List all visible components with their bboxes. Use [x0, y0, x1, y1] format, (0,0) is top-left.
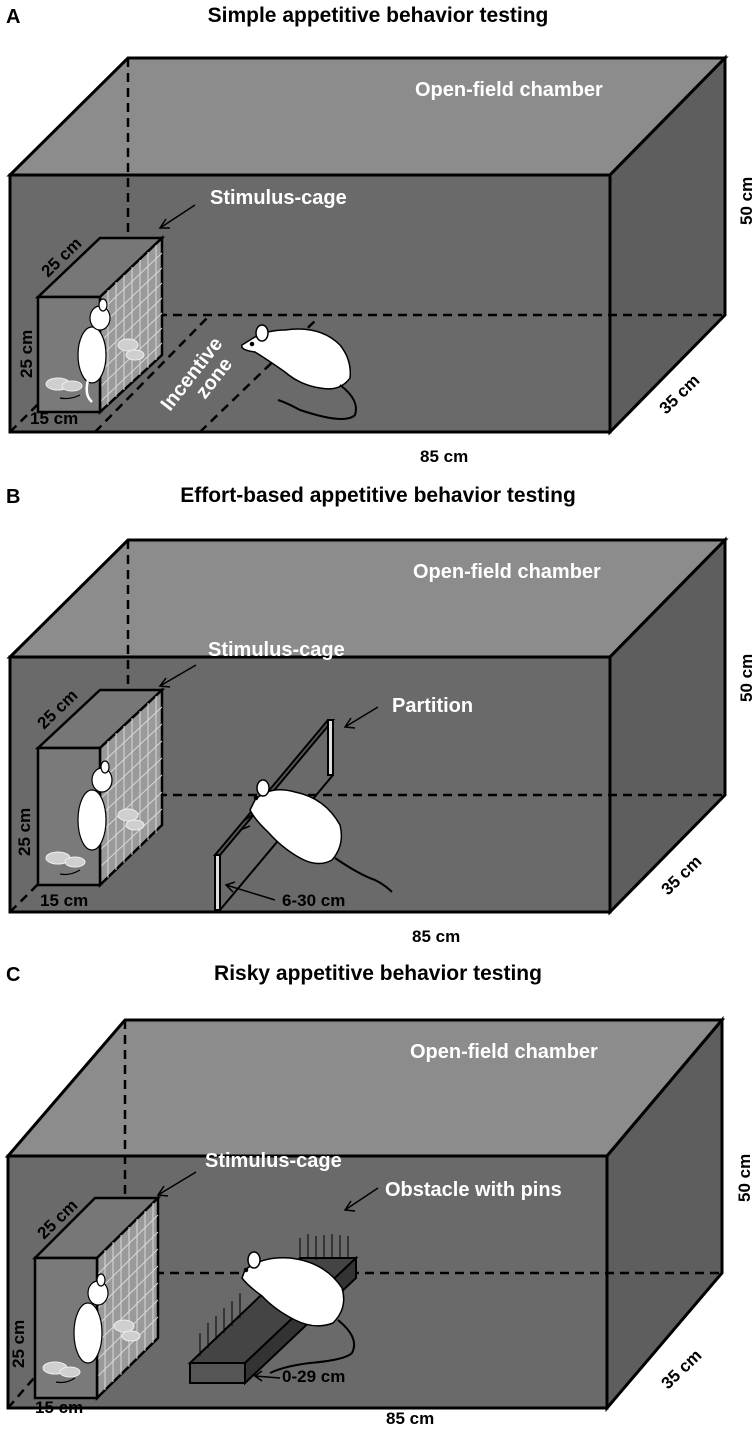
cage-width-label: 15 cm — [30, 409, 78, 428]
chamber-diagram: Open-field chamber Stimulus-cage Partiti… — [6, 536, 756, 946]
cage-rat-illustration — [59, 760, 113, 876]
food-pellets — [45, 808, 145, 868]
rat-illustration — [241, 1251, 356, 1374]
panel-c: C Risky appetitive behavior testing — [0, 958, 756, 1434]
cage-rat-illustration — [59, 298, 111, 403]
cage-width-label: 15 cm — [35, 1398, 83, 1417]
food-pellets — [45, 338, 145, 392]
panel-letter: B — [6, 486, 21, 508]
panel-title: Simple appetitive behavior testing — [207, 4, 549, 27]
chamber-length-label: 85 cm — [386, 1409, 434, 1428]
size-pointer-arrow — [224, 881, 276, 901]
chamber-diagram: Open-field chamber Stimulus-cage Obstacl… — [4, 1015, 754, 1428]
stimulus-cage — [34, 235, 166, 415]
size-pointer-arrow — [253, 1370, 281, 1382]
cage-width-label: 15 cm — [40, 891, 88, 910]
chamber-top — [6, 56, 729, 177]
cage-height-label: 25 cm — [9, 1320, 28, 1368]
food-pellets — [42, 1319, 141, 1378]
chamber-label: Open-field chamber — [410, 1041, 598, 1063]
panel-a: A Simple appetitive behavior testing — [0, 0, 756, 476]
cage-rat-illustration — [55, 1273, 109, 1384]
chamber-diagram: Open-field chamber Stimulus-cage 25 cm 2… — [6, 54, 756, 466]
panel-title: Effort-based appetitive behavior testing — [180, 484, 576, 507]
obstacle-label: Obstacle with pins — [385, 1179, 562, 1201]
chamber-top — [4, 1018, 726, 1158]
rat-illustration — [241, 324, 357, 420]
cage-pointer-arrow — [156, 1171, 197, 1197]
cage-pointer-arrow — [158, 204, 196, 229]
rat-illustration — [239, 779, 393, 893]
cage-label: Stimulus-cage — [205, 1150, 342, 1172]
pins — [199, 1234, 349, 1356]
panel-b: B Effort-based appetitive behavior testi… — [0, 480, 756, 956]
obstacle-size-label: 0-29 cm — [282, 1367, 345, 1386]
zone-line-left — [94, 314, 211, 433]
obstacle-pointer-arrow — [343, 1187, 379, 1212]
cage-height-label: 25 cm — [17, 330, 36, 378]
chamber-top — [6, 538, 729, 659]
panel-letter: A — [6, 6, 21, 28]
partition — [212, 719, 336, 911]
chamber-height-label: 50 cm — [735, 1154, 754, 1202]
partition-pointer-arrow — [343, 706, 379, 729]
chamber-depth-label: 35 cm — [658, 1346, 706, 1393]
chamber-height-label: 50 cm — [737, 654, 756, 702]
obstacle-size-label: 6-30 cm — [282, 891, 345, 910]
cage-label: Stimulus-cage — [210, 187, 347, 209]
cage-pointer-arrow — [158, 664, 197, 688]
stimulus-cage — [34, 687, 166, 888]
chamber-label: Open-field chamber — [413, 561, 601, 583]
panel-letter: C — [6, 964, 21, 986]
obstacle-label: Partition — [392, 695, 473, 717]
chamber-length-label: 85 cm — [412, 927, 460, 946]
chamber-length-label: 85 cm — [420, 447, 468, 466]
cage-height-label: 25 cm — [15, 808, 34, 856]
stimulus-cage — [31, 1195, 162, 1401]
cage-label: Stimulus-cage — [208, 639, 345, 661]
chamber-depth-label: 35 cm — [658, 852, 706, 899]
chamber-height-label: 50 cm — [737, 177, 756, 225]
chamber-label: Open-field chamber — [415, 79, 603, 101]
panel-title: Risky appetitive behavior testing — [214, 962, 542, 985]
